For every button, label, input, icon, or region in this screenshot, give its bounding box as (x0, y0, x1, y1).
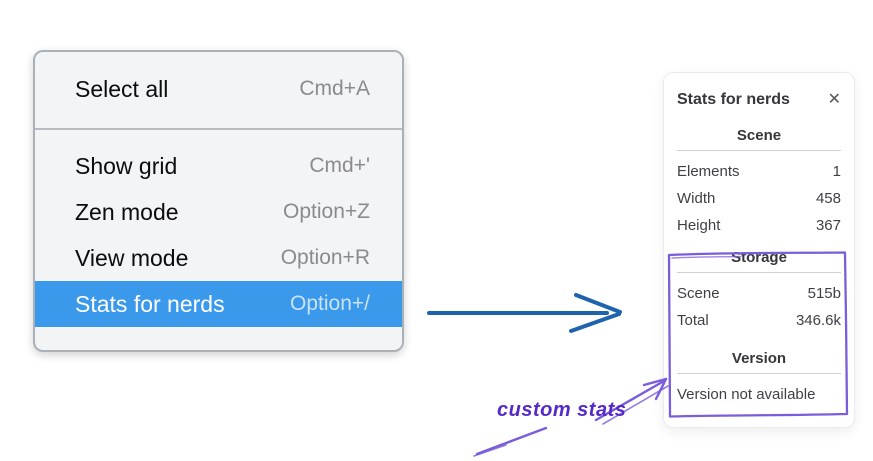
stat-value: 1 (832, 163, 841, 180)
stats-panel: Stats for nerds ✕ Scene Elements 1 Width… (663, 72, 855, 428)
version-note: Version not available (677, 386, 816, 403)
section-heading: Storage (731, 249, 787, 266)
menu-item-label: View mode (75, 244, 189, 271)
stat-row-scene-size: Scene 515b (677, 280, 841, 307)
stat-label: Elements (677, 163, 740, 180)
stat-label: Total (677, 312, 709, 329)
menu-item-show-grid[interactable]: Show grid Cmd+' (35, 143, 402, 189)
menu-item-shortcut: Option+R (280, 246, 370, 269)
close-icon[interactable]: ✕ (827, 91, 841, 108)
context-menu: Select all Cmd+A Show grid Cmd+' Zen mod… (33, 50, 404, 352)
custom-stats-annotation: custom stats (497, 399, 627, 421)
stat-row-height: Height 367 (677, 212, 841, 239)
menu-item-view-mode[interactable]: View mode Option+R (35, 235, 402, 281)
section-divider (677, 373, 841, 374)
stat-row-total-size: Total 346.6k (677, 307, 841, 334)
menu-item-select-all[interactable]: Select all Cmd+A (35, 66, 402, 112)
stat-label: Scene (677, 285, 720, 302)
stat-value: 367 (815, 217, 841, 234)
menu-item-label: Select all (75, 75, 169, 102)
stats-section-version: Version Version not available (677, 350, 841, 408)
menu-divider (35, 128, 402, 130)
stats-panel-title: Stats for nerds (677, 91, 790, 108)
annotation-arrow-tail (475, 426, 548, 456)
stat-row-width: Width 458 (677, 185, 841, 212)
menu-item-stats-for-nerds[interactable]: Stats for nerds Option+/ (35, 281, 402, 327)
stat-value: 515b (807, 285, 841, 302)
stats-panel-header: Stats for nerds ✕ (677, 89, 841, 111)
menu-item-shortcut: Cmd+' (309, 154, 370, 177)
menu-item-label: Zen mode (75, 198, 179, 225)
stat-value: 458 (815, 190, 841, 207)
stats-section-storage: Storage Scene 515b Total 346.6k (677, 249, 841, 334)
section-heading: Scene (736, 127, 782, 144)
stat-value: 346.6k (795, 312, 841, 329)
menu-item-zen-mode[interactable]: Zen mode Option+Z (35, 189, 402, 235)
stat-row-elements: Elements 1 (677, 158, 841, 185)
menu-item-label: Show grid (75, 152, 178, 179)
menu-item-shortcut: Option+Z (283, 200, 370, 223)
menu-item-shortcut: Cmd+A (299, 77, 370, 100)
section-heading: Version (731, 350, 787, 367)
stats-section-scene: Scene Elements 1 Width 458 Height 367 (677, 127, 841, 239)
menu-item-shortcut: Option+/ (290, 292, 370, 315)
section-divider (677, 272, 841, 273)
menu-item-label: Stats for nerds (75, 290, 225, 317)
section-divider (677, 150, 841, 151)
stat-label: Width (677, 190, 716, 207)
stat-label: Height (677, 217, 721, 234)
